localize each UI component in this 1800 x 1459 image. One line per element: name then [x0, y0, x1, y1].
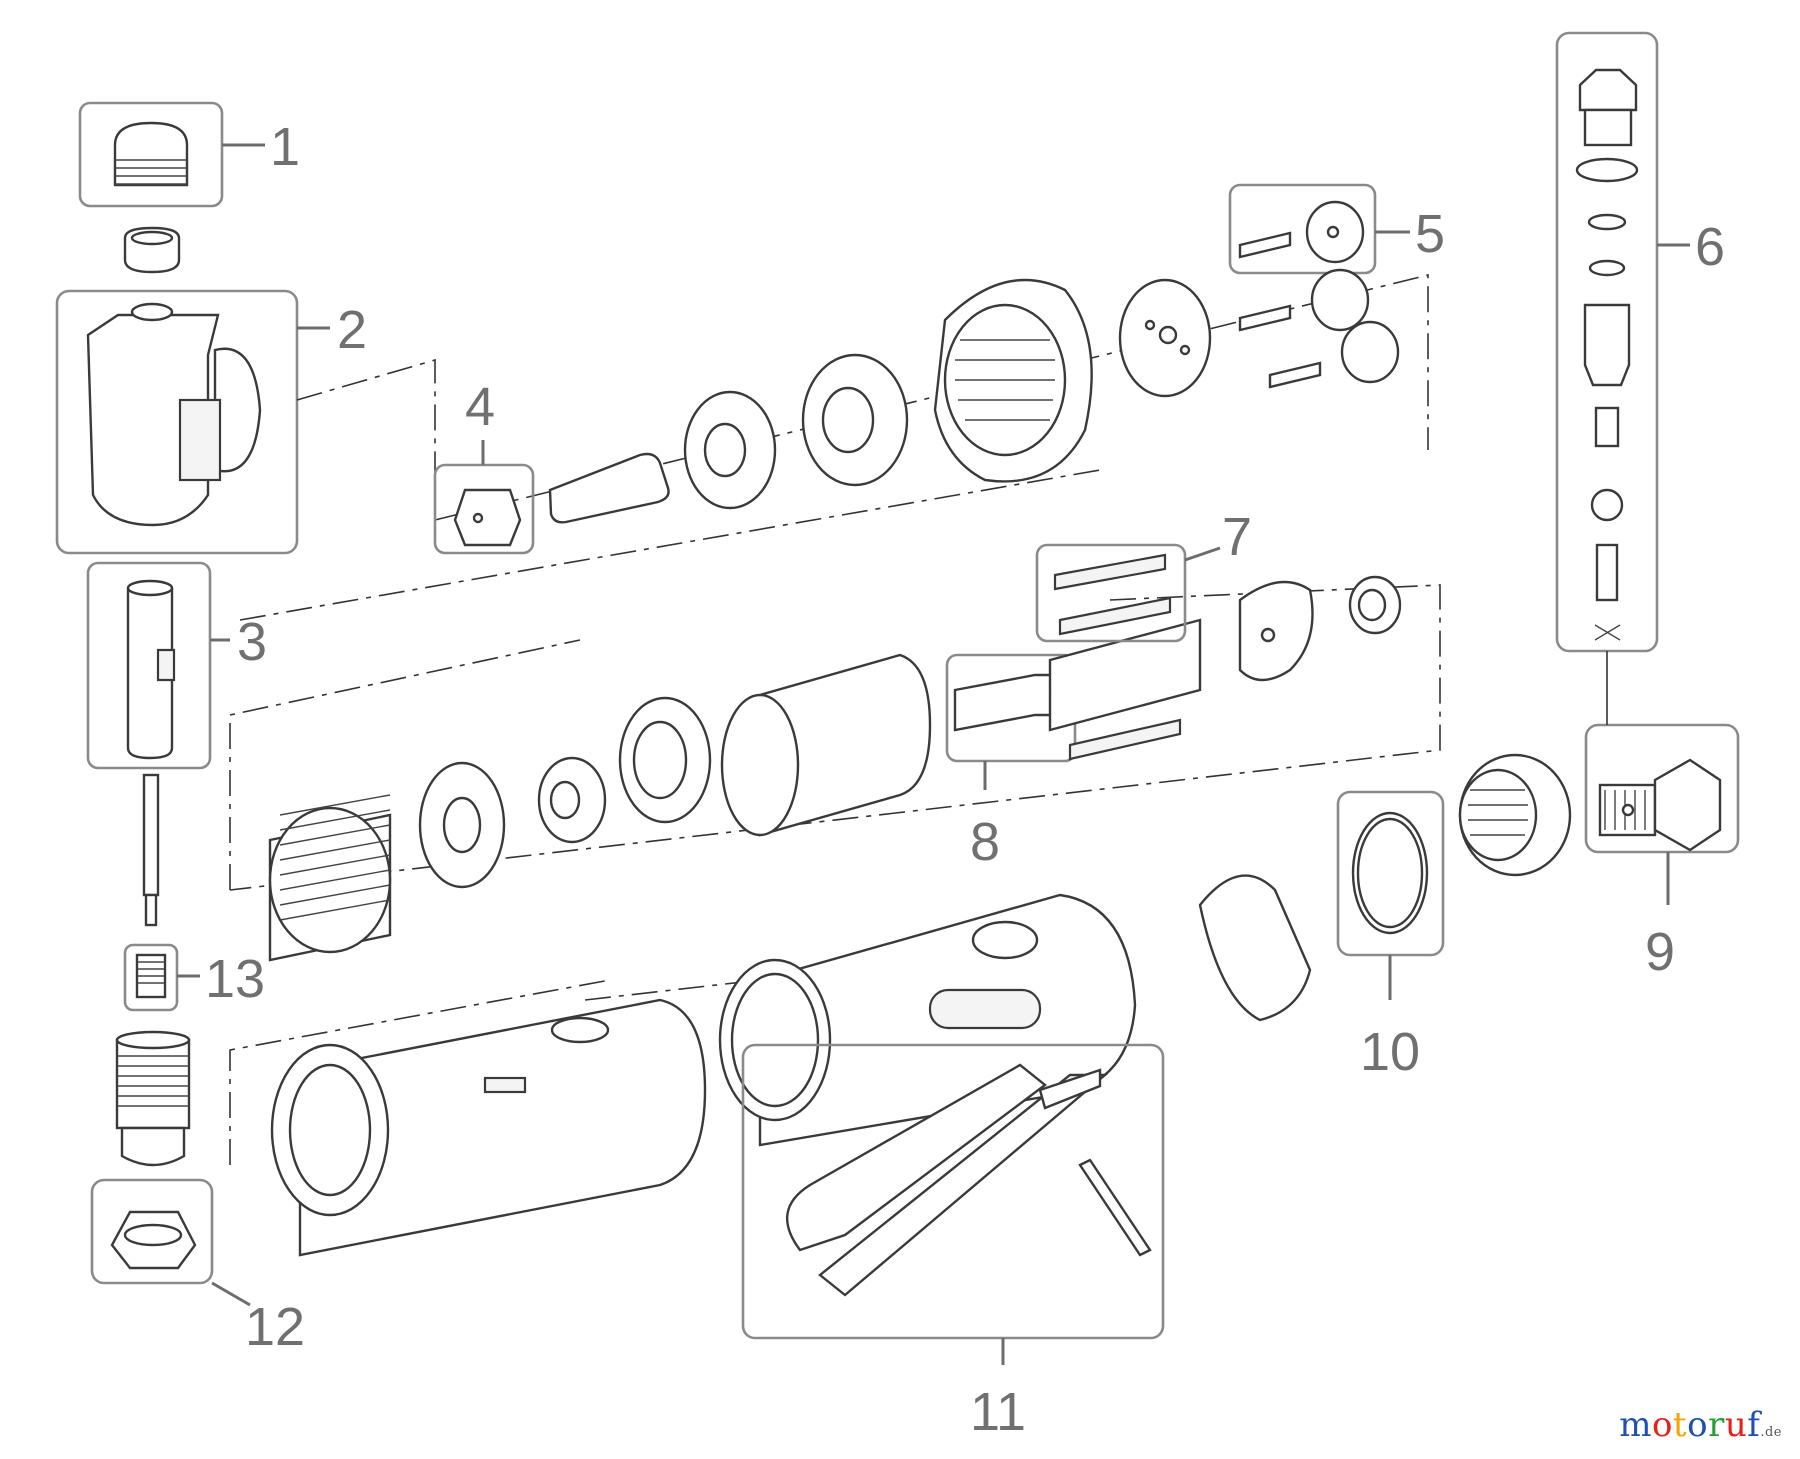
threaded-inlet [1458, 753, 1572, 877]
part-10-o-ring [1336, 790, 1445, 1000]
brand-letter: u [1724, 1405, 1748, 1445]
part-11-lever [741, 1043, 1165, 1365]
grip-body [718, 893, 1137, 1147]
part-12-hex-nut [90, 1178, 251, 1307]
part-13-valve [123, 943, 200, 1012]
bearing-1 [683, 390, 777, 510]
threaded-connector [115, 1030, 191, 1167]
part-3-sleeve [86, 561, 230, 770]
callout-4: 4 [465, 377, 495, 437]
callout-13: 13 [205, 949, 265, 1009]
part-9-inlet-fitting [1584, 723, 1740, 905]
bearing-2 [801, 353, 909, 487]
planet-carrier [1118, 278, 1212, 398]
part-5-planet-gears [1228, 183, 1410, 389]
brand-letter: t [1672, 1405, 1688, 1445]
part-1-cap [78, 101, 265, 208]
motor-housing [270, 998, 707, 1257]
ring-gear [933, 278, 1093, 483]
rotor-cylinder [720, 653, 932, 837]
callout-12: 12 [245, 1297, 305, 1357]
part-4-small-nut [433, 440, 535, 555]
brand-letter: r [1708, 1405, 1725, 1445]
needle-bearing [1348, 575, 1402, 635]
callout-11: 11 [970, 1382, 1026, 1442]
brand-letter: m [1619, 1405, 1652, 1445]
threaded-cylinder [268, 794, 392, 962]
brand-tld: .de [1760, 1425, 1782, 1440]
callout-6: 6 [1695, 217, 1725, 277]
callout-1: 1 [270, 117, 300, 177]
part-8-rotor [945, 618, 1202, 790]
brand-letter: o [1651, 1405, 1673, 1445]
part-2-housing [55, 289, 330, 555]
callout-2: 2 [337, 300, 367, 360]
brand-letter: o [1687, 1405, 1709, 1445]
callout-8: 8 [970, 812, 1000, 872]
callout-10: 10 [1360, 1022, 1420, 1082]
part-7-vanes [1035, 543, 1221, 761]
bearing-3 [537, 756, 607, 844]
end-plate [1238, 580, 1314, 682]
callout-5: 5 [1415, 204, 1445, 264]
bearing-ring [618, 696, 712, 824]
callout-7: 7 [1222, 507, 1252, 567]
muffler [1198, 874, 1312, 1022]
pin-part [142, 773, 160, 927]
washer [418, 761, 506, 889]
callout-3: 3 [237, 612, 267, 672]
motoruf-logo: motoruf.de [1619, 1405, 1782, 1445]
brand-letter: f [1747, 1405, 1761, 1445]
part-6-valve-stack [1555, 31, 1690, 653]
callout-9: 9 [1645, 922, 1675, 982]
brand-name: motoruf [1619, 1405, 1760, 1445]
